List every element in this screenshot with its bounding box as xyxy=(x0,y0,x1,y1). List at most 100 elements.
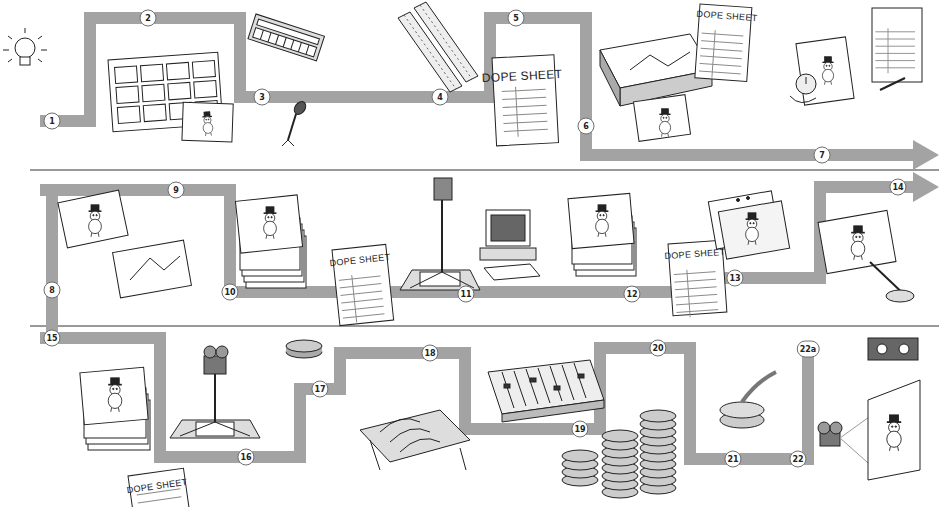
editing-table xyxy=(370,440,380,470)
film-reel xyxy=(720,372,776,428)
projector xyxy=(818,380,920,480)
light-box xyxy=(659,109,670,137)
timing-sheet xyxy=(875,28,915,73)
callout-number: 5 xyxy=(508,10,525,27)
film-can-stack xyxy=(562,410,676,498)
dope-sheet xyxy=(138,497,182,503)
storyboard xyxy=(192,61,215,78)
storyboard xyxy=(115,66,138,83)
drawing-stack xyxy=(235,195,306,288)
dope-sheet xyxy=(674,268,719,318)
sheet-heading: DOPE SHEET xyxy=(329,252,391,268)
dope-sheet xyxy=(502,85,549,137)
rostrum-camera xyxy=(420,272,460,286)
callout-number: 10 xyxy=(221,284,238,301)
rostrum-camera xyxy=(486,210,530,246)
idea-bulb xyxy=(15,38,35,58)
callout-number: 19 xyxy=(571,421,588,438)
mixing-desk xyxy=(562,365,574,400)
editing-table xyxy=(360,410,470,462)
cel-layers xyxy=(746,213,759,245)
mixing-desk xyxy=(530,378,536,382)
callout-number: 14 xyxy=(889,179,906,196)
keyboard xyxy=(253,28,317,57)
cel-layers xyxy=(747,197,750,200)
painted-cel xyxy=(886,290,914,302)
film-can-stack xyxy=(640,410,676,422)
painted-cel xyxy=(851,226,865,260)
film-reel xyxy=(720,402,764,418)
timing-sheet xyxy=(872,8,922,82)
storyboard xyxy=(143,104,166,121)
video-cassette xyxy=(899,344,909,354)
mixing-desk xyxy=(514,371,526,406)
timing-sheet xyxy=(875,28,915,73)
cel-layers xyxy=(737,199,740,202)
storyboard xyxy=(140,64,163,81)
dope-sheet xyxy=(502,85,549,137)
editing-table xyxy=(460,448,466,470)
callout-number: 4 xyxy=(432,89,449,106)
light-box xyxy=(633,95,690,142)
film-camera xyxy=(170,346,260,438)
mixing-desk xyxy=(538,368,550,403)
dope-sheet xyxy=(339,272,386,324)
film-reel xyxy=(742,372,776,402)
film-camera xyxy=(204,356,226,374)
film-camera xyxy=(204,346,216,358)
keyboard xyxy=(268,33,271,43)
timing-sheet xyxy=(806,77,807,84)
drawing-stack xyxy=(108,378,122,412)
callout-number: 2 xyxy=(140,10,157,27)
callout-number: 16 xyxy=(237,449,254,466)
callout-number: 8 xyxy=(44,282,61,299)
callout-number: 13 xyxy=(726,270,743,287)
drawing-stack xyxy=(80,367,150,450)
keyboard xyxy=(291,40,294,50)
callout-number: 17 xyxy=(311,381,328,398)
projector xyxy=(887,415,901,451)
mixing-desk xyxy=(526,369,538,404)
idea-bulb xyxy=(8,36,12,39)
mixing-desk xyxy=(502,400,604,422)
editing-table xyxy=(380,419,420,432)
storyboard xyxy=(117,106,140,123)
microphone xyxy=(292,99,308,116)
storyboard xyxy=(116,86,139,103)
callout-number: 21 xyxy=(724,451,741,468)
idea-bulb xyxy=(38,36,42,39)
storyboard xyxy=(202,111,213,136)
key-drawing xyxy=(113,240,192,298)
painted-cel xyxy=(818,210,914,302)
video-cassette xyxy=(877,344,887,354)
timing-sheet xyxy=(796,74,816,94)
callout-number: 12 xyxy=(623,286,640,303)
light-box xyxy=(600,50,620,106)
storyboard xyxy=(182,102,233,142)
cel-layers xyxy=(718,201,789,259)
keyboard xyxy=(248,14,325,61)
video-cassette xyxy=(868,338,918,360)
light-box xyxy=(600,34,712,141)
film-camera xyxy=(216,346,228,358)
drawing-stack xyxy=(596,205,609,237)
film-can xyxy=(286,340,322,358)
drawing-stack xyxy=(568,193,634,248)
rostrum-camera xyxy=(484,264,540,280)
drawing-stack xyxy=(568,193,636,276)
row-separator xyxy=(30,326,939,327)
process-path xyxy=(40,18,915,459)
callout-number: 22a xyxy=(797,341,820,358)
microphone xyxy=(288,114,296,140)
light-box xyxy=(630,52,690,70)
callout-number: 6 xyxy=(578,118,595,135)
sheet-heading: DOPE SHEET xyxy=(664,247,726,261)
storyboard xyxy=(108,52,236,151)
drawing-stack xyxy=(80,367,148,424)
rostrum-camera xyxy=(480,248,536,260)
film-can-stack xyxy=(602,430,638,442)
key-drawing xyxy=(58,190,128,248)
callout-number: 1 xyxy=(44,113,61,130)
